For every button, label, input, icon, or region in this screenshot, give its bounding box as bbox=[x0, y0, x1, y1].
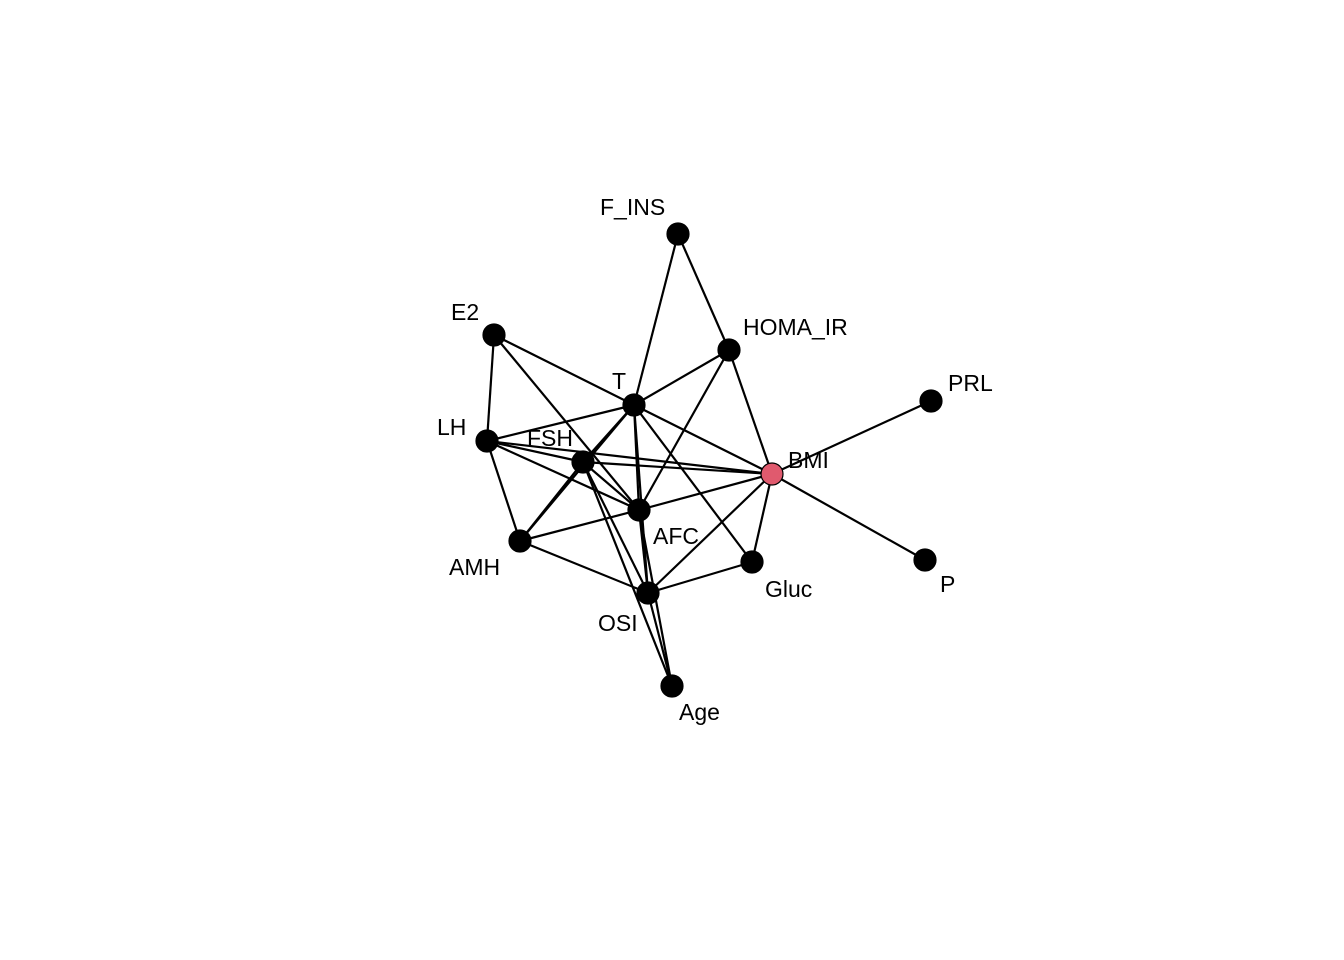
edge-t-lh bbox=[486, 403, 635, 443]
node-label-t: T bbox=[612, 368, 626, 394]
edge-layer bbox=[485, 233, 932, 687]
edge-amh-osi bbox=[519, 539, 649, 595]
node-gluc bbox=[740, 550, 764, 574]
edge-homa_ir-t bbox=[633, 349, 730, 406]
edge-f_ins-homa_ir bbox=[676, 233, 731, 351]
edge-afc-amh bbox=[519, 508, 640, 543]
node-label-prl: PRL bbox=[948, 370, 993, 396]
node-label-osi: OSI bbox=[598, 610, 638, 636]
node-label-age: Age bbox=[679, 699, 720, 725]
node-label-p: P bbox=[940, 571, 955, 597]
edge-bmi-p bbox=[771, 473, 926, 561]
edge-fsh-amh bbox=[519, 461, 584, 542]
node-label-fsh: FSH bbox=[527, 425, 573, 451]
node-f-ins bbox=[666, 222, 690, 246]
edge-bmi-afc bbox=[638, 472, 773, 512]
edge-lh-bmi bbox=[486, 439, 773, 476]
node-prl bbox=[919, 389, 943, 413]
edge-lh-amh bbox=[485, 440, 522, 542]
node-label-e2: E2 bbox=[451, 299, 479, 325]
edge-e2-lh bbox=[485, 334, 496, 442]
node-amh bbox=[508, 529, 532, 553]
edge-fsh-age bbox=[581, 461, 674, 687]
node-label-amh: AMH bbox=[449, 554, 500, 580]
edge-prl-bmi bbox=[771, 400, 932, 475]
edge-osi-age bbox=[646, 592, 674, 687]
node-label-homa-ir: HOMA_IR bbox=[743, 314, 848, 340]
edge-fsh-afc bbox=[582, 461, 640, 511]
node-bmi bbox=[760, 462, 784, 486]
edge-homa_ir-bmi bbox=[727, 349, 774, 475]
edge-f_ins-t bbox=[632, 233, 680, 406]
edge-gluc-osi bbox=[647, 560, 753, 595]
edge-e2-t bbox=[493, 334, 635, 406]
node-lh bbox=[475, 429, 499, 453]
node-e2 bbox=[482, 323, 506, 347]
edge-bmi-osi bbox=[647, 473, 773, 594]
edge-lh-fsh bbox=[486, 439, 584, 464]
node-t bbox=[622, 393, 646, 417]
node-afc bbox=[627, 498, 651, 522]
node-homa-ir bbox=[717, 338, 741, 362]
edge-fsh-osi bbox=[582, 461, 649, 594]
edge-lh-afc bbox=[486, 439, 640, 512]
edge-bmi-gluc bbox=[750, 473, 774, 563]
edge-t-bmi bbox=[633, 404, 773, 475]
node-label-gluc: Gluc bbox=[765, 576, 812, 602]
node-layer bbox=[475, 222, 943, 698]
node-label-f-ins: F_INS bbox=[600, 194, 665, 220]
node-label-afc: AFC bbox=[653, 523, 699, 549]
node-p bbox=[913, 548, 937, 572]
node-label-bmi: BMI bbox=[788, 447, 829, 473]
node-fsh bbox=[571, 450, 595, 474]
edge-fsh-bmi bbox=[582, 460, 773, 476]
node-age bbox=[660, 674, 684, 698]
node-osi bbox=[636, 581, 660, 605]
edge-t-gluc bbox=[633, 404, 753, 563]
node-label-lh: LH bbox=[437, 414, 466, 440]
